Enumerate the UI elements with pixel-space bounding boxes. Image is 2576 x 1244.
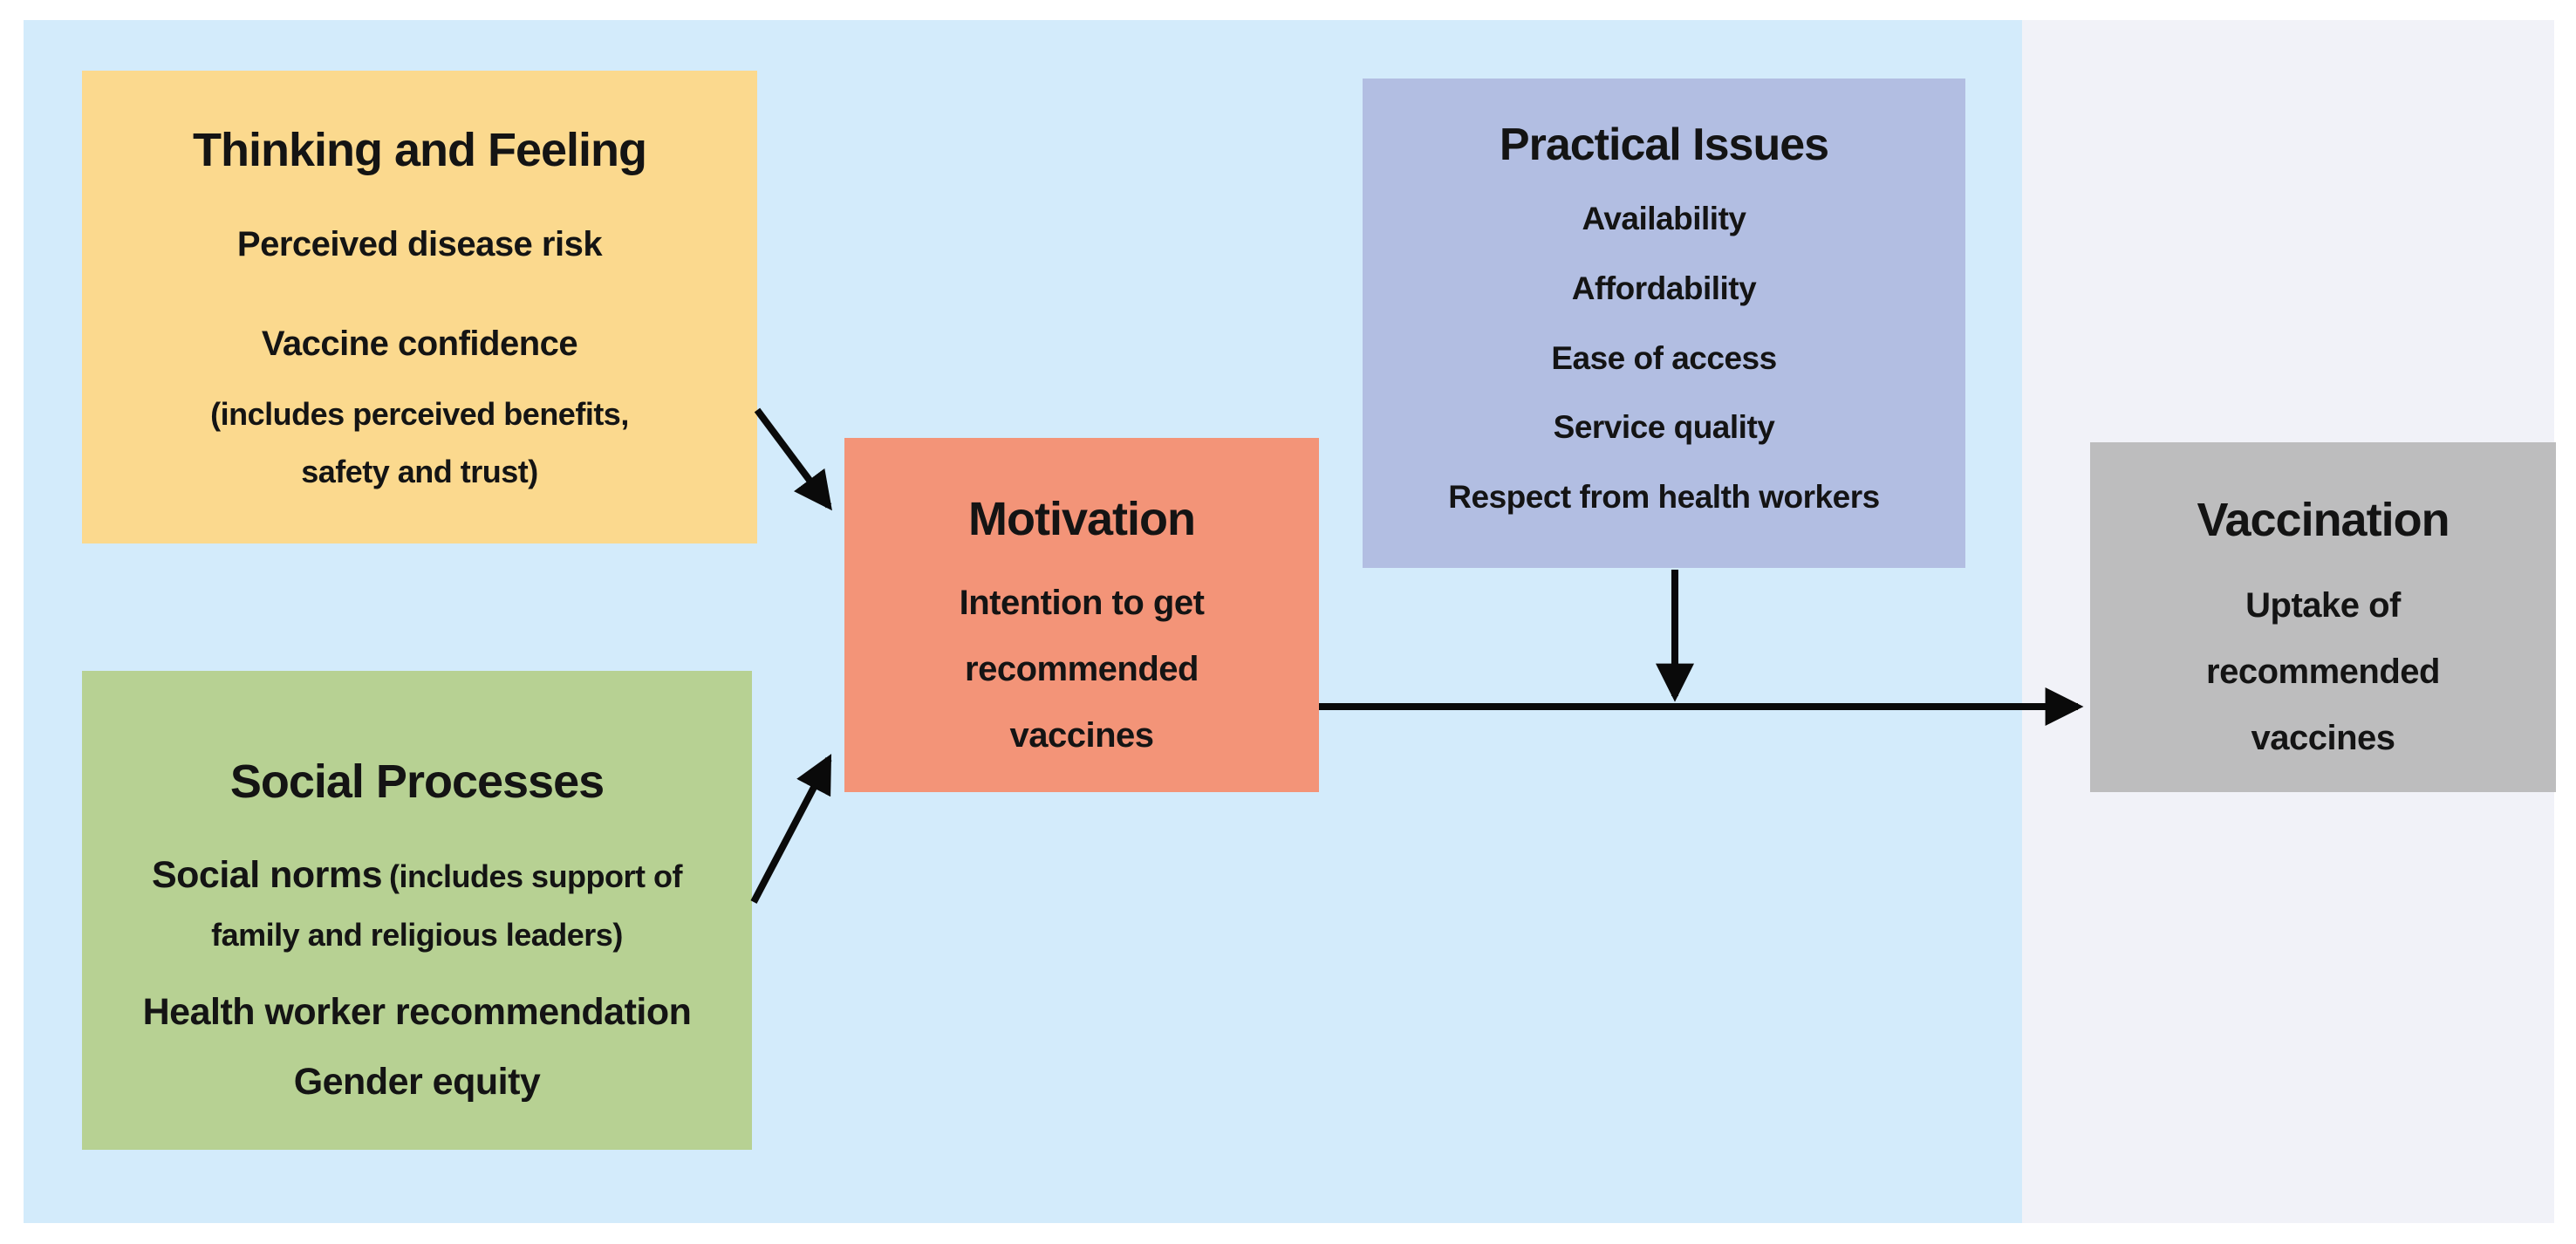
health-worker-recommendation-item: Health worker recommendation xyxy=(142,991,692,1034)
vaccine-confidence-note: (includes perceived benefits, safety and… xyxy=(82,386,757,501)
social-processes-title: Social Processes xyxy=(229,755,605,808)
vaccination-line2: recommended xyxy=(2206,653,2440,692)
thinking-and-feeling-title: Thinking and Feeling xyxy=(193,124,647,176)
gender-equity-item: Gender equity xyxy=(293,1060,541,1103)
motivation-box: Motivation Intention to get recommended … xyxy=(844,438,1319,792)
respect-from-health-workers-item: Respect from health workers xyxy=(1448,478,1880,515)
motivation-line2: recommended xyxy=(965,650,1199,689)
perceived-disease-risk-item: Perceived disease risk xyxy=(236,225,603,264)
vaccine-confidence-note-line2: safety and trust) xyxy=(301,454,538,490)
motivation-line1: Intention to get xyxy=(959,584,1205,623)
ease-of-access-item: Ease of access xyxy=(1551,339,1777,376)
vaccine-confidence-item: Vaccine confidence xyxy=(261,325,578,364)
social-norms-note-part1: (includes support of xyxy=(389,858,683,895)
vaccination-box: Vaccination Uptake of recommended vaccin… xyxy=(2090,442,2556,792)
social-norms-note-part2: family and religious leaders) xyxy=(211,916,623,953)
vaccination-line1: Uptake of xyxy=(2245,586,2401,625)
vaccine-confidence-note-line1: (includes perceived benefits, xyxy=(210,396,629,433)
availability-item: Availability xyxy=(1582,201,1746,237)
motivation-title: Motivation xyxy=(968,493,1196,545)
motivation-line3: vaccines xyxy=(1009,716,1154,755)
thinking-and-feeling-box: Thinking and Feeling Perceived disease r… xyxy=(82,71,757,543)
affordability-item: Affordability xyxy=(1571,270,1757,306)
social-processes-box: Social Processes Social norms(includes s… xyxy=(82,671,752,1150)
practical-issues-title: Practical Issues xyxy=(1499,120,1829,170)
social-norms-item: Social norms(includes support of xyxy=(82,855,752,896)
service-quality-item: Service quality xyxy=(1553,409,1775,446)
social-norms-label: Social norms xyxy=(151,854,383,897)
vaccination-title: Vaccination xyxy=(2197,494,2450,546)
vaccination-line3: vaccines xyxy=(2251,719,2395,758)
practical-issues-box: Practical Issues Availability Affordabil… xyxy=(1363,79,1965,568)
